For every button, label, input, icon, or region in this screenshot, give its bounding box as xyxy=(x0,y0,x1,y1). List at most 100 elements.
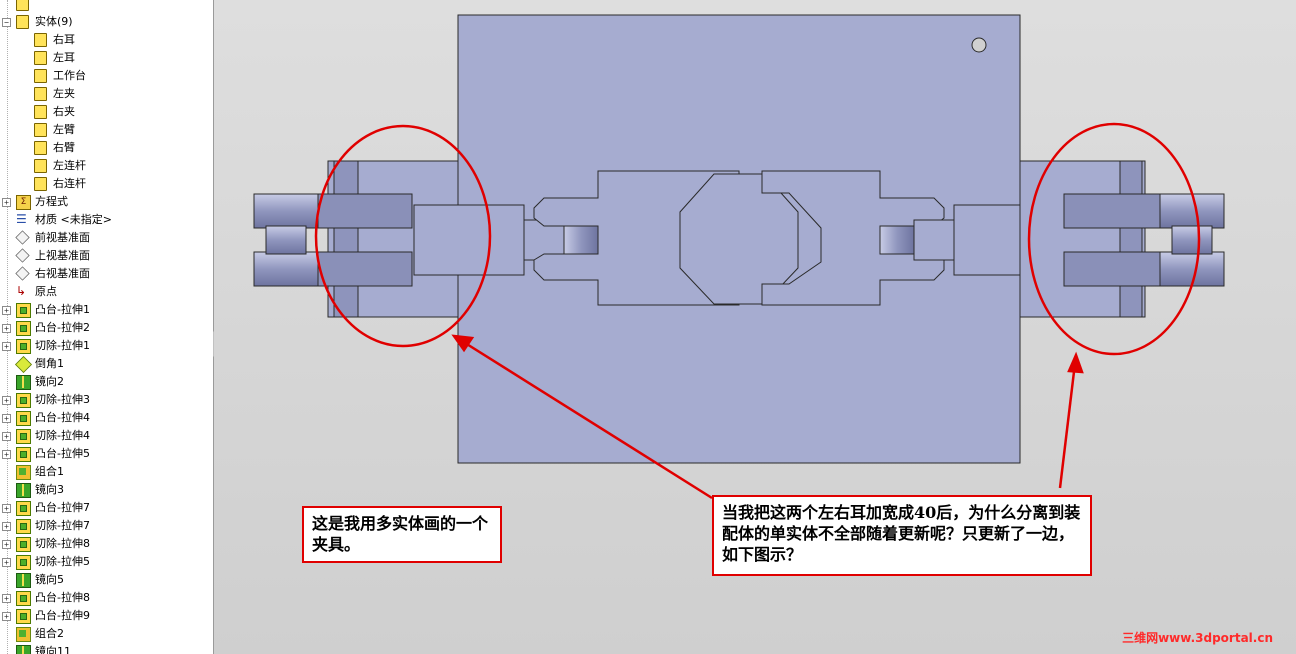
tree-item[interactable]: 右耳 xyxy=(0,31,213,49)
tree-item-label: 镜向5 xyxy=(35,573,64,586)
tree-item[interactable]: 右视基准面 xyxy=(0,265,213,283)
tree-item[interactable]: + 凸台-拉伸7 xyxy=(0,499,213,517)
tree-item[interactable]: 右夹 xyxy=(0,103,213,121)
tree-item[interactable]: 上视基准面 xyxy=(0,247,213,265)
body-folder-icon xyxy=(34,69,47,83)
tree-item[interactable]: 镜向5 xyxy=(0,571,213,589)
mirror-icon xyxy=(16,573,31,588)
chamfer-icon xyxy=(15,356,32,373)
tree-item[interactable]: + 切除-拉伸8 xyxy=(0,535,213,553)
tree-item[interactable]: +切除-拉伸7 xyxy=(0,517,213,535)
tree-item[interactable]: 左夹 xyxy=(0,85,213,103)
left-link xyxy=(413,204,525,276)
tree-item[interactable]: 组合2 xyxy=(0,625,213,643)
cut-extrude-icon xyxy=(16,393,31,408)
plane-icon xyxy=(15,248,30,263)
left-ear-cylinder-bottom xyxy=(253,251,319,287)
tree-item[interactable]: 镜向2 xyxy=(0,373,213,391)
folder-icon xyxy=(16,15,29,29)
tree-item-label: 凸台-拉伸8 xyxy=(35,591,90,604)
tree-item[interactable]: + 切除-拉伸3 xyxy=(0,391,213,409)
left-ear-pin xyxy=(265,225,307,255)
tree-item[interactable]: 右连杆 xyxy=(0,175,213,193)
tree-item-label: 左夹 xyxy=(53,87,75,100)
tree-item-label: 右视基准面 xyxy=(35,267,90,280)
extrude-icon xyxy=(16,447,31,462)
tree-item[interactable]: ↳原点 xyxy=(0,283,213,301)
tree-item[interactable]: +切除-拉伸5 xyxy=(0,553,213,571)
tree-item-label: 工作台 xyxy=(53,69,86,82)
expand-icon[interactable]: + xyxy=(2,342,11,351)
watermark: 三维网www.3dportal.cn xyxy=(1122,631,1273,645)
material-icon: ☰ xyxy=(16,212,27,226)
expand-icon[interactable]: + xyxy=(2,198,11,207)
right-link-pin xyxy=(879,225,915,255)
tree-item-label: 切除-拉伸4 xyxy=(35,429,90,442)
mirror-icon xyxy=(16,375,31,390)
model-view xyxy=(253,14,1225,500)
expand-icon[interactable]: + xyxy=(2,612,11,621)
tree-item[interactable]: +凸台-拉伸9 xyxy=(0,607,213,625)
left-annotation-callout: 这是我用多实体画的一个夹具。 xyxy=(302,506,502,563)
expand-icon[interactable]: + xyxy=(2,450,11,459)
tree-item[interactable]: 前视基准面 xyxy=(0,229,213,247)
collapse-icon[interactable]: − xyxy=(2,18,11,27)
expand-icon[interactable]: + xyxy=(2,306,11,315)
cut-extrude-icon xyxy=(16,519,31,534)
body-folder-icon xyxy=(34,141,47,155)
tree-item-label: 镜向3 xyxy=(35,483,64,496)
graphics-viewport[interactable]: 这是我用多实体画的一个夹具。 当我把这两个左右耳加宽成40后，为什么分离到装配体… xyxy=(214,0,1296,654)
tree-item-label: 切除-拉伸3 xyxy=(35,393,90,406)
expand-icon[interactable]: + xyxy=(2,504,11,513)
extrude-icon xyxy=(16,411,31,426)
expand-icon[interactable]: + xyxy=(2,432,11,441)
tree-item[interactable] xyxy=(0,0,213,13)
tree-item[interactable]: 镜向11 xyxy=(0,643,213,654)
expand-icon[interactable]: + xyxy=(2,558,11,567)
expand-icon[interactable]: + xyxy=(2,522,11,531)
tree-item[interactable]: +切除-拉伸1 xyxy=(0,337,213,355)
expand-icon[interactable]: + xyxy=(2,324,11,333)
left-link-neck xyxy=(523,219,565,261)
body-folder-icon xyxy=(34,123,47,137)
extrude-icon xyxy=(16,609,31,624)
plane-icon xyxy=(15,230,30,245)
combine-icon xyxy=(16,627,31,642)
tree-item[interactable]: +凸台-拉伸1 xyxy=(0,301,213,319)
tree-item[interactable]: + 切除-拉伸4 xyxy=(0,427,213,445)
tree-item-label: 前视基准面 xyxy=(35,231,90,244)
tree-item[interactable]: +凸台-拉伸4 xyxy=(0,409,213,427)
tree-item[interactable]: 倒角1 xyxy=(0,355,213,373)
tree-item-label: 左耳 xyxy=(53,51,75,64)
tree-item[interactable]: 左连杆 xyxy=(0,157,213,175)
arrow-to-right-ear xyxy=(1058,354,1078,489)
tree-item[interactable]: 组合1 xyxy=(0,463,213,481)
body-folder-icon xyxy=(34,87,47,101)
expand-icon[interactable]: + xyxy=(2,540,11,549)
right-ear-slot-bottom xyxy=(1063,251,1161,287)
expand-icon[interactable]: + xyxy=(2,396,11,405)
tree-item[interactable]: 镜向3 xyxy=(0,481,213,499)
tree-item[interactable]: −实体(9) xyxy=(0,13,213,31)
tree-item[interactable]: +凸台-拉伸5 xyxy=(0,445,213,463)
tree-item[interactable]: 工作台 xyxy=(0,67,213,85)
tree-item-label: 镜向2 xyxy=(35,375,64,388)
expand-icon[interactable]: + xyxy=(2,594,11,603)
tree-item[interactable]: ☰材质 <未指定> xyxy=(0,211,213,229)
left-ear-cylinder-top xyxy=(253,193,319,229)
left-ear-slot-top xyxy=(317,193,413,229)
tree-item-label: 原点 xyxy=(35,285,57,298)
left-ear-shade xyxy=(333,160,359,318)
expand-icon[interactable]: + xyxy=(2,414,11,423)
tree-item-label: 切除-拉伸8 xyxy=(35,537,90,550)
tree-item[interactable]: 右臂 xyxy=(0,139,213,157)
right-link-neck xyxy=(913,219,955,261)
tree-item[interactable]: 左臂 xyxy=(0,121,213,139)
tree-item-label: 凸台-拉伸7 xyxy=(35,501,90,514)
cut-extrude-icon xyxy=(16,429,31,444)
tree-item[interactable]: 左耳 xyxy=(0,49,213,67)
tree-item[interactable]: + 凸台-拉伸8 xyxy=(0,589,213,607)
tree-item[interactable]: +凸台-拉伸2 xyxy=(0,319,213,337)
